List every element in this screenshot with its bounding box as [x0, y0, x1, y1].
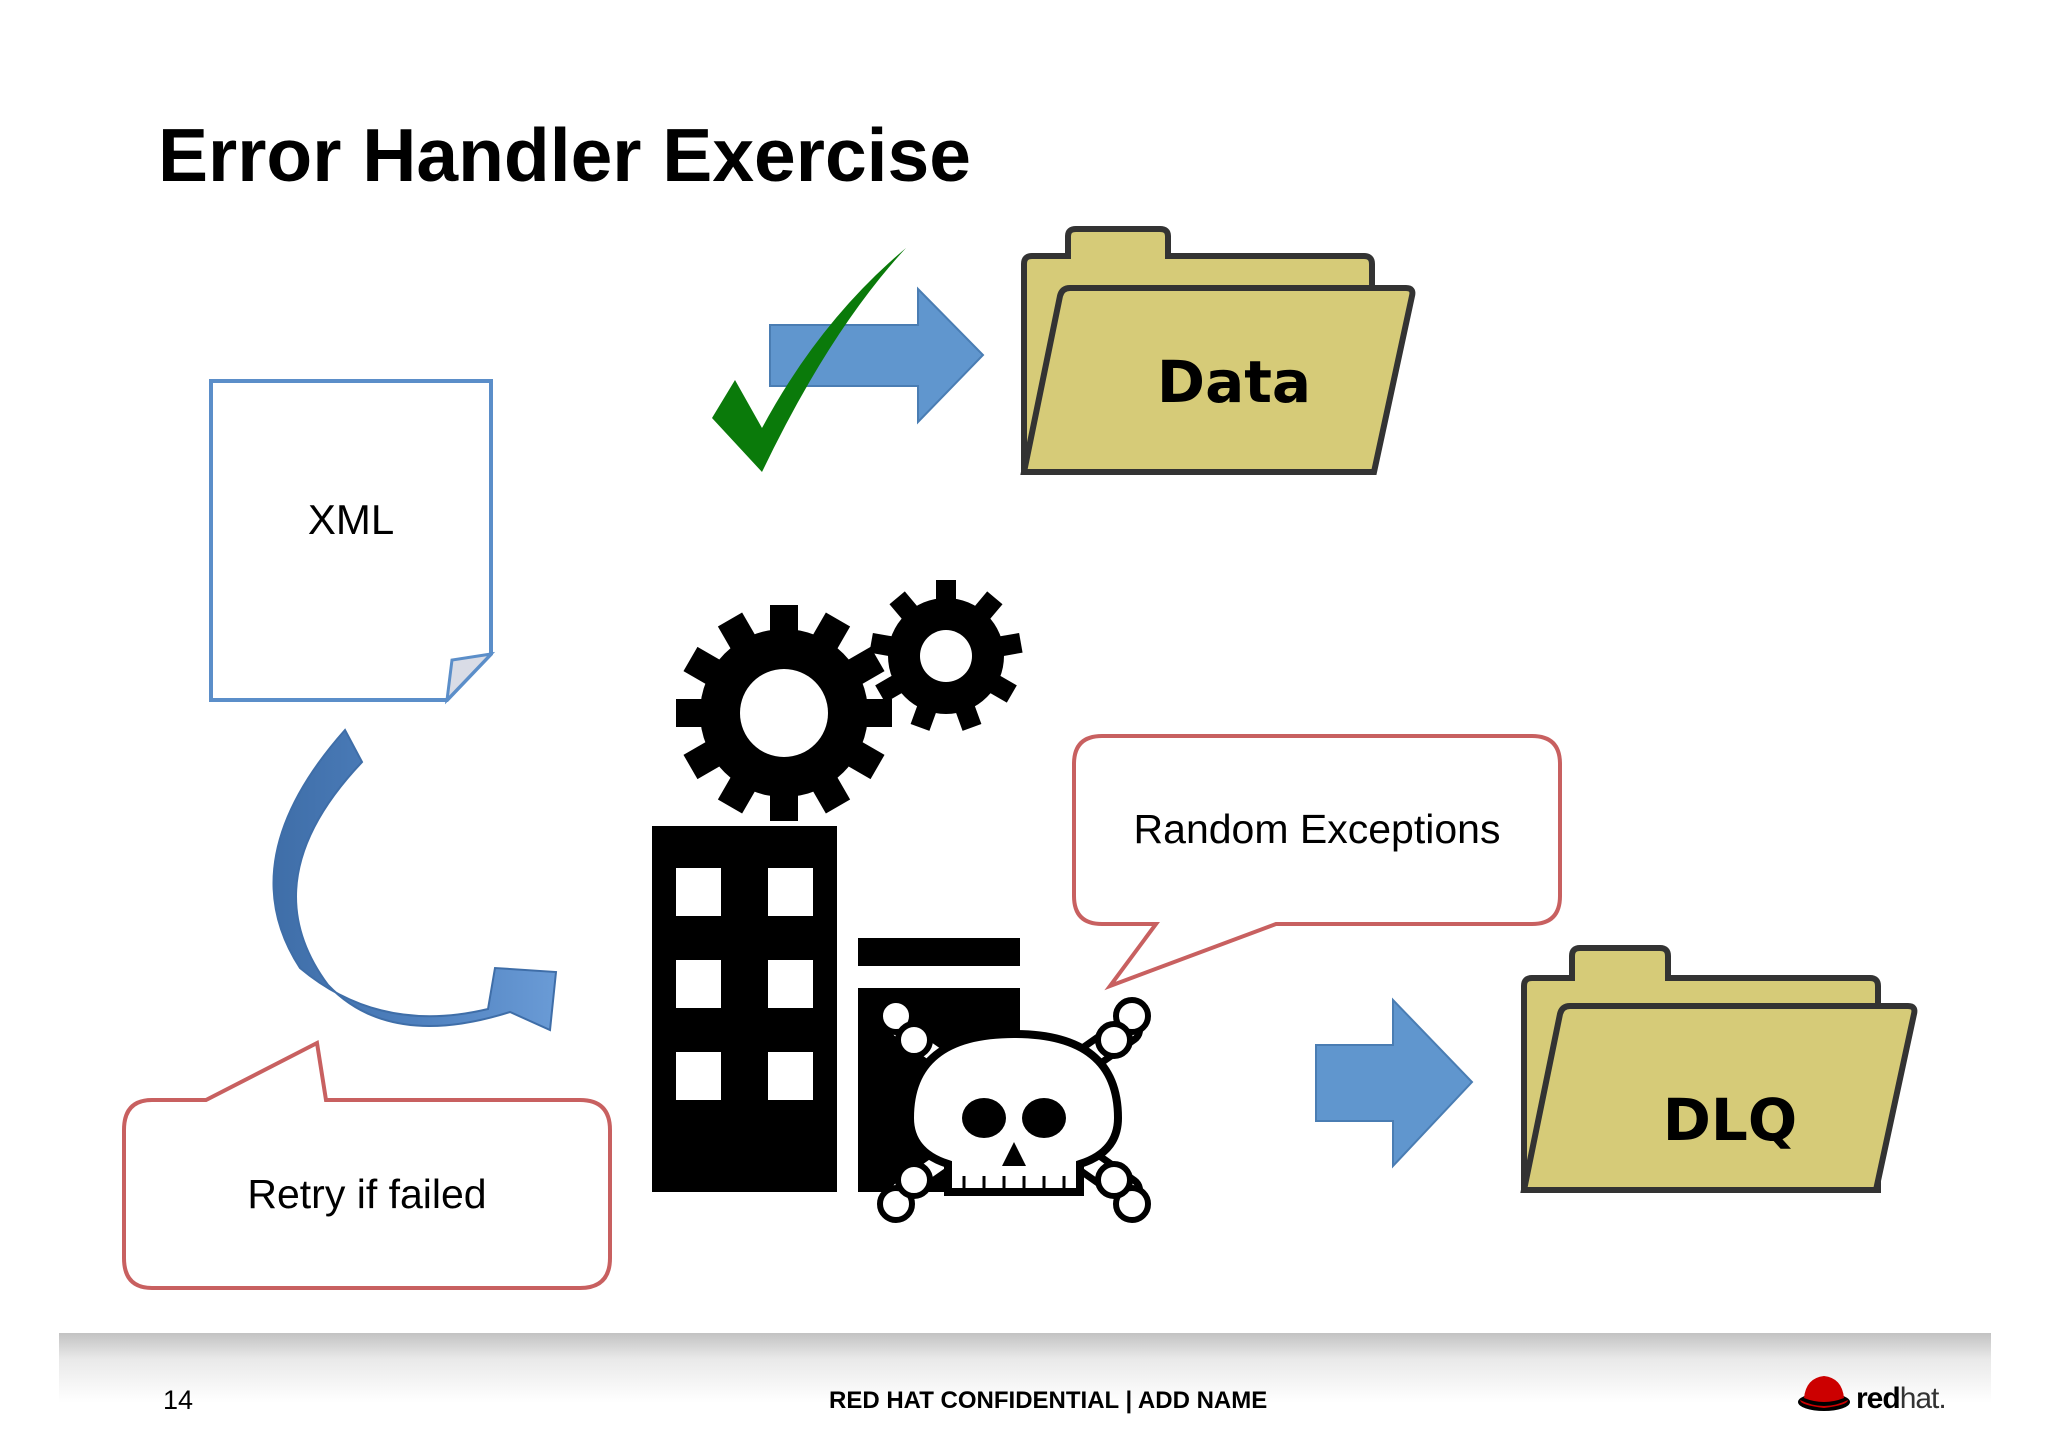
slide-title: Error Handler Exercise [158, 113, 971, 197]
redhat-logo-text: redhat. [1856, 1382, 1947, 1416]
factory-icon [652, 826, 1020, 1192]
page-number: 14 [163, 1385, 194, 1415]
logo-bold-text: red [1856, 1382, 1901, 1415]
retry-callout: Retry if failed [122, 1039, 612, 1290]
data-folder-label: Data [1157, 348, 1311, 416]
gears-icon [676, 580, 1023, 821]
skull-crossbones-icon [877, 997, 1151, 1223]
footer-bar [59, 1333, 1991, 1447]
arrow-to-data [769, 286, 985, 425]
random-exceptions-callout: Random Exceptions [1072, 734, 1562, 991]
retry-curve-arrow [272, 728, 558, 1032]
redhat-logo-icon [1798, 1376, 1850, 1411]
dlq-folder-label: DLQ [1663, 1086, 1797, 1154]
arrow-to-dlq [1315, 997, 1474, 1169]
confidential-notice: RED HAT CONFIDENTIAL | ADD NAME [829, 1387, 1268, 1414]
dlq-folder: DLQ [1520, 945, 1918, 1193]
data-folder: Data [1020, 226, 1416, 475]
xml-document: XML [209, 379, 496, 705]
logo-thin-text: hat. [1899, 1382, 1947, 1415]
xml-label: XML [308, 496, 394, 543]
retry-label: Retry if failed [247, 1171, 486, 1217]
random-exceptions-label: Random Exceptions [1134, 806, 1501, 852]
checkmark-icon [712, 248, 906, 472]
